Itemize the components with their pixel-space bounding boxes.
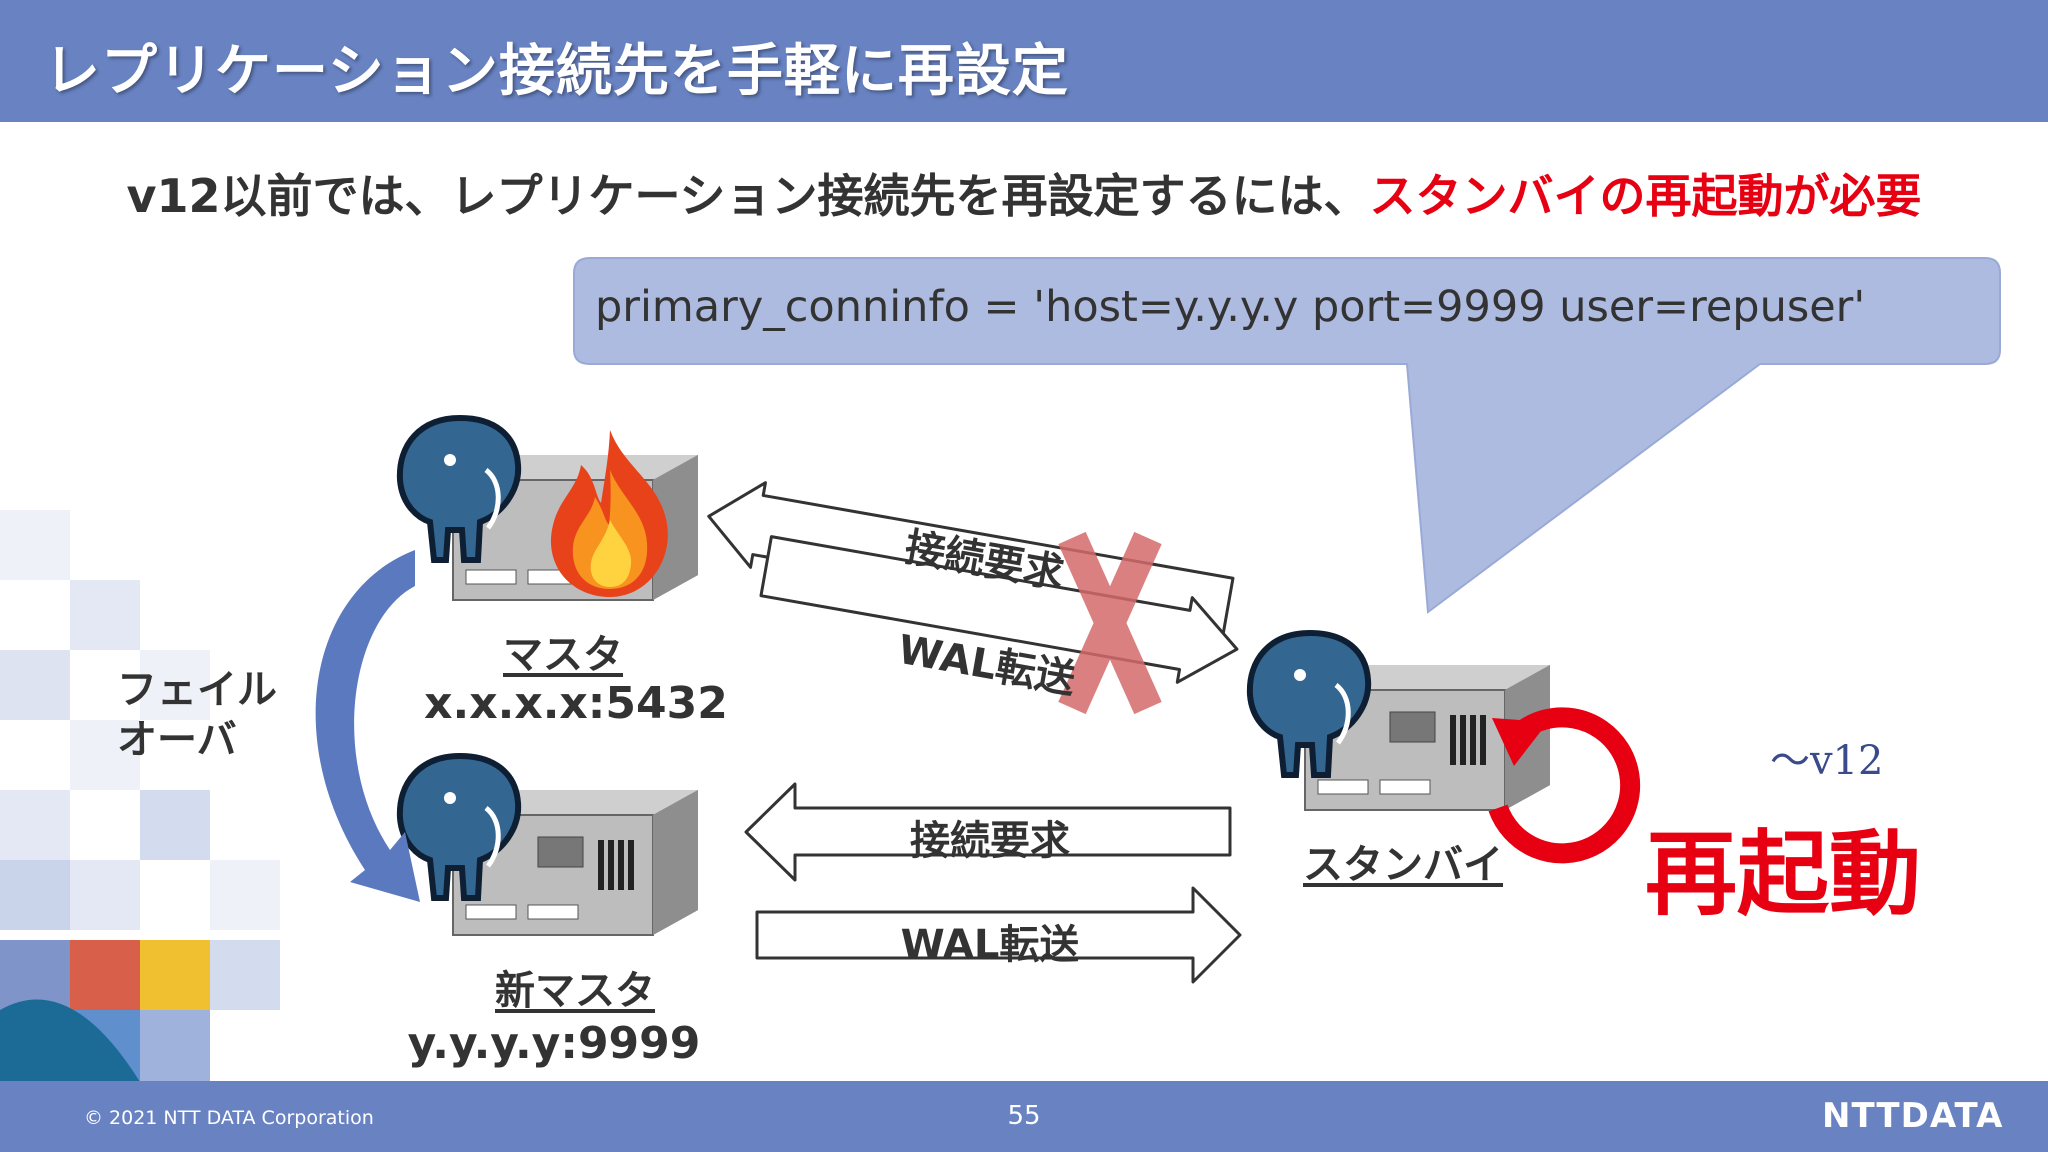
callout-text: primary_conninfo = 'host=y.y.y.y port=99…: [595, 282, 1866, 332]
master-address: x.x.x.x:5432: [424, 678, 728, 729]
connection-request-arrow-bottom: [744, 782, 1232, 882]
restart-label: 再起動: [1645, 821, 1922, 928]
failover-label-line2: オーバ: [117, 717, 237, 763]
failover-arrow-icon: [315, 550, 420, 902]
title-bar: [0, 0, 2048, 122]
slide-title: レプリケーション接続先を手軽に再設定: [44, 39, 1069, 104]
master-label: マスタ: [503, 632, 623, 678]
ntt-data-logo: NTTDATA: [1822, 1096, 2004, 1136]
subtitle: v12以前では、レプリケーション接続先を再設定するには、スタンバイの再起動が必要: [0, 160, 2048, 226]
subtitle-main: v12以前では、レプリケーション接続先を再設定するには、: [126, 169, 1370, 223]
wal-transfer-label-bottom: WAL転送: [900, 922, 1080, 968]
subtitle-highlight: スタンバイの再起動が必要: [1369, 169, 1922, 223]
restart-circle-arrow-icon: [1488, 707, 1641, 864]
standby-label: スタンバイ: [1303, 842, 1503, 888]
postgresql-elephant-icon: [396, 414, 522, 563]
connection-request-label-bottom: 接続要求: [910, 818, 1070, 864]
footer-bar: [0, 1081, 2048, 1152]
copyright: © 2021 NTT DATA Corporation: [84, 1107, 374, 1129]
page-number: 55: [1007, 1101, 1041, 1131]
failover-label-line1: フェイル: [117, 667, 277, 713]
fire-icon: [550, 430, 668, 597]
postgresql-elephant-icon-new-master: [396, 752, 522, 901]
decorative-mosaic: [0, 510, 280, 1082]
version-label: ～v12: [1770, 738, 1884, 784]
failover-label: フェイル オーバ: [117, 665, 277, 765]
postgresql-elephant-icon-standby: [1246, 629, 1372, 778]
new-master-label: 新マスタ: [495, 968, 655, 1014]
new-master-address: y.y.y.y:9999: [407, 1018, 701, 1069]
cross-mark-icon: [1058, 531, 1162, 715]
wal-transfer-arrow-bottom: [755, 886, 1242, 984]
